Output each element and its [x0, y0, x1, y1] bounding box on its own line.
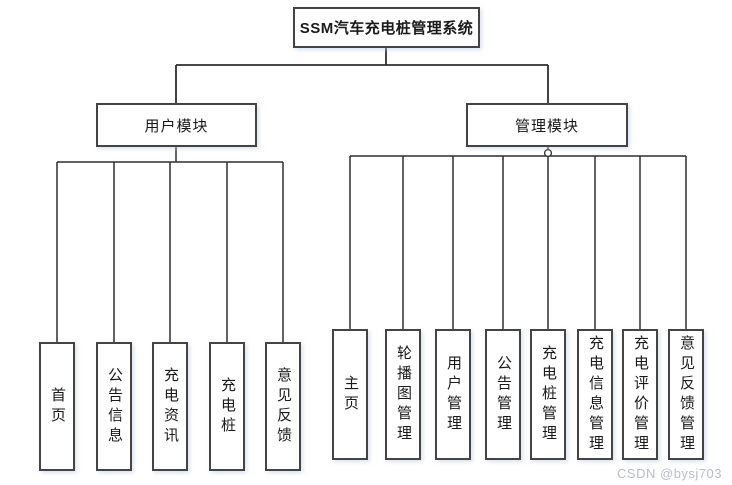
node-main-page: 主页 [332, 329, 368, 460]
node-feedback: 意见反馈 [265, 342, 301, 471]
node-user-module: 用户模块 [96, 103, 257, 147]
junction-anchor-circle [543, 148, 553, 158]
node-carousel-management: 轮播图管理 [385, 329, 421, 460]
node-charging-review-management: 充电评价管理 [622, 329, 658, 460]
node-announcement-info: 公告信息 [96, 342, 132, 471]
node-charging-news: 充电资讯 [152, 342, 188, 471]
node-root-title: SSM汽车充电桩管理系统 [293, 7, 480, 48]
node-user-management: 用户管理 [435, 329, 471, 460]
node-announcement-management: 公告管理 [485, 329, 521, 460]
node-charging-info-management: 充电信息管理 [577, 329, 613, 460]
node-admin-module: 管理模块 [466, 103, 628, 147]
csdn-watermark: CSDN @bysj703 [617, 466, 722, 481]
node-charging-pile: 充电桩 [209, 342, 245, 471]
node-feedback-management: 意见反馈管理 [668, 329, 704, 460]
node-charging-pile-management: 充电桩管理 [530, 329, 566, 460]
node-home: 首页 [39, 342, 75, 471]
